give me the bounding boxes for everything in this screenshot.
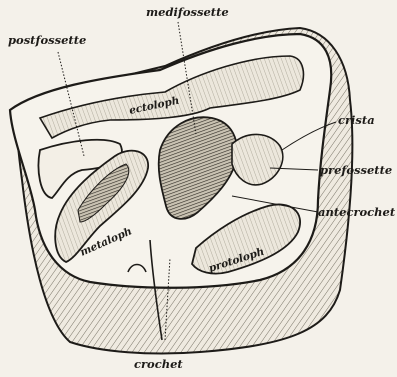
label-prefossette: prefossette	[320, 163, 392, 177]
label-crista: crista	[338, 113, 375, 127]
label-postfossette: postfossette	[8, 33, 86, 47]
label-antecrochet: antecrochet	[318, 205, 396, 219]
label-medifossette: medifossette	[146, 5, 229, 19]
label-crochet: crochet	[134, 357, 183, 371]
